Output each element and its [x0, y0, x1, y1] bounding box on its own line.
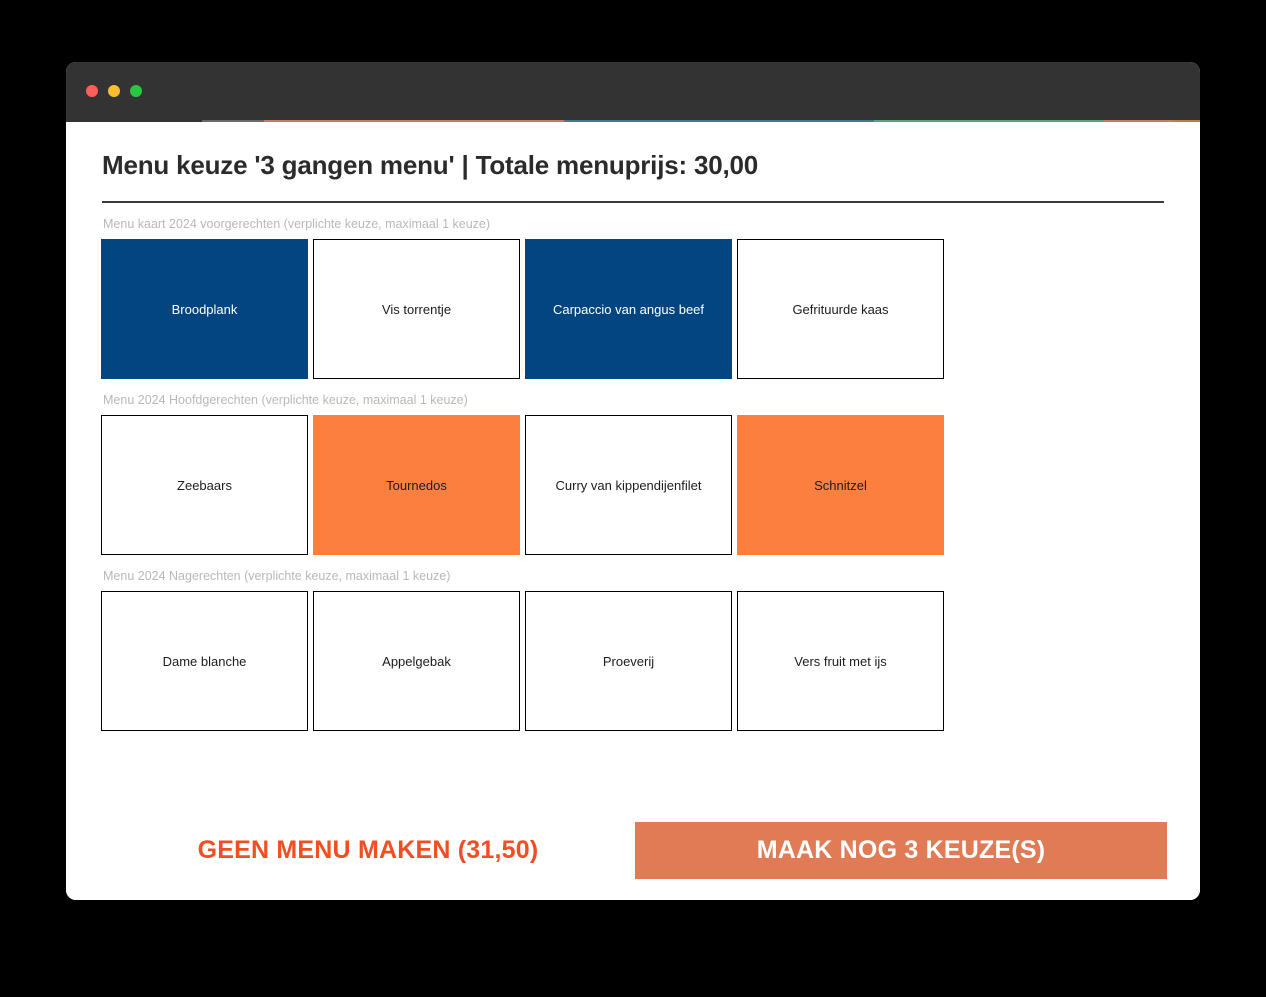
option-row: Dame blanche Appelgebak Proeverij Vers frui… — [101, 591, 944, 731]
close-button[interactable] — [86, 85, 98, 97]
option-row: Broodplank Vis torrentje Carpaccio van ang… — [101, 239, 944, 379]
make-choices-button[interactable]: MAAK NOG 3 KEUZE(S) — [635, 822, 1167, 879]
minimize-button[interactable] — [108, 85, 120, 97]
menu-group-hoofdgerechten: Menu 2024 Hoofdgerechten (verplichte keu… — [101, 379, 1165, 555]
menu-option-card[interactable]: Dame blanche — [101, 591, 308, 731]
menu-option-label: Broodplank — [171, 301, 238, 317]
maximize-button[interactable] — [130, 85, 142, 97]
tabstrip-segment — [1104, 120, 1174, 122]
tabstrip-segment — [202, 120, 264, 122]
menu-option-card[interactable]: Broodplank — [101, 239, 308, 379]
menu-option-label: Schnitzel — [814, 477, 867, 493]
menu-option-card[interactable]: Proeverij — [525, 591, 732, 731]
menu-option-card[interactable]: Tournedos — [313, 415, 520, 555]
browser-tabstrip-edge — [66, 120, 1200, 122]
menu-option-card[interactable]: Gefrituurde kaas — [737, 239, 944, 379]
menu-option-label: Gefrituurde kaas — [792, 301, 889, 317]
menu-group-nagerechten: Menu 2024 Nagerechten (verplichte keuze,… — [101, 555, 1165, 731]
menu-groups: Menu kaart 2024 voorgerechten (verplicht… — [101, 203, 1165, 731]
menu-option-card[interactable]: Zeebaars — [101, 415, 308, 555]
group-label: Menu 2024 Nagerechten (verplichte keuze,… — [103, 569, 451, 583]
group-label: Menu kaart 2024 voorgerechten (verplicht… — [103, 217, 491, 231]
application-window: Menu keuze '3 gangen menu' | Totale menu… — [66, 62, 1200, 900]
menu-option-label: Curry van kippendijenfilet — [555, 477, 702, 493]
tabstrip-segment — [264, 120, 564, 122]
menu-option-label: Vers fruit met ijs — [794, 653, 887, 669]
page-title: Menu keuze '3 gangen menu' | Totale menu… — [102, 150, 759, 180]
window-titlebar — [66, 62, 1200, 120]
menu-option-label: Appelgebak — [382, 653, 451, 669]
menu-option-card[interactable]: Curry van kippendijenfilet — [525, 415, 732, 555]
menu-option-label: Dame blanche — [162, 653, 247, 669]
menu-option-card[interactable]: Appelgebak — [313, 591, 520, 731]
option-row: Zeebaars Tournedos Curry van kippendijenfi… — [101, 415, 944, 555]
menu-group-voorgerechten: Menu kaart 2024 voorgerechten (verplicht… — [101, 203, 1165, 379]
menu-option-label: Proeverij — [602, 653, 655, 669]
menu-option-label: Tournedos — [386, 477, 447, 493]
tabstrip-segment — [66, 120, 202, 122]
group-label: Menu 2024 Hoofdgerechten (verplichte keu… — [103, 393, 468, 407]
menu-option-card[interactable]: Schnitzel — [737, 415, 944, 555]
menu-option-label: Vis torrentje — [381, 301, 452, 317]
tabstrip-segment — [1174, 120, 1200, 122]
tabstrip-segment — [564, 120, 874, 122]
footer-actions: GEEN MENU MAKEN (31,50) MAAK NOG 3 KEUZE… — [101, 822, 1167, 879]
menu-option-card[interactable]: Vis torrentje — [313, 239, 520, 379]
window-controls — [86, 85, 142, 97]
no-menu-button[interactable]: GEEN MENU MAKEN (31,50) — [101, 826, 635, 875]
menu-option-label: Zeebaars — [177, 477, 232, 493]
menu-option-card[interactable]: Vers fruit met ijs — [737, 591, 944, 731]
tabstrip-segment — [874, 120, 1104, 122]
title-divider — [102, 201, 1164, 203]
menu-option-card[interactable]: Carpaccio van angus beef — [525, 239, 732, 379]
page-content: Menu keuze '3 gangen menu' | Totale menu… — [66, 122, 1200, 900]
menu-option-label: Carpaccio van angus beef — [552, 301, 705, 317]
